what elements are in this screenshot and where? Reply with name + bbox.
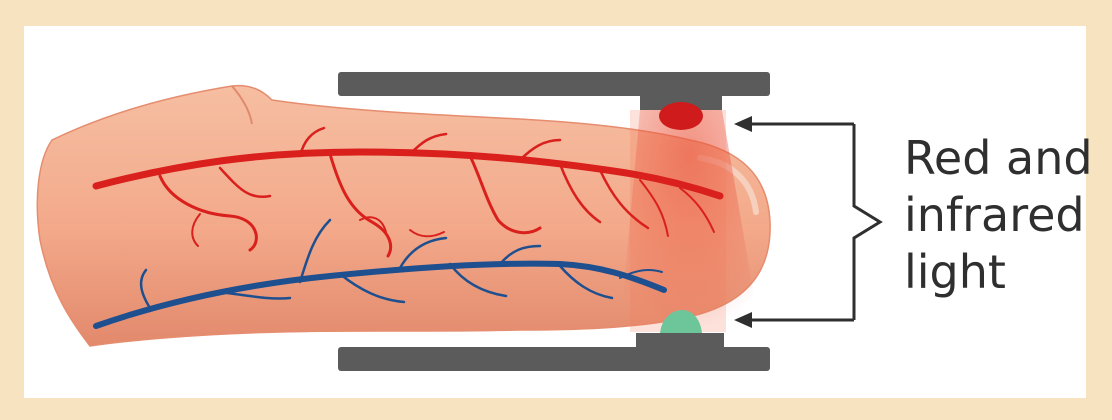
detector-arrow — [734, 312, 854, 328]
light-beam — [620, 110, 760, 332]
label-line-3: light — [904, 244, 1093, 301]
emitter-arrow — [734, 116, 854, 132]
top-clip-bar — [338, 72, 770, 110]
bottom-clip-bar — [338, 333, 770, 371]
label-line-1: Red and — [904, 130, 1093, 187]
label-bracket — [854, 124, 880, 320]
red-and-infrared-light-label: Red and infrared light — [904, 130, 1093, 301]
red-led-emitter-icon — [659, 102, 703, 130]
label-line-2: infrared — [904, 187, 1093, 244]
